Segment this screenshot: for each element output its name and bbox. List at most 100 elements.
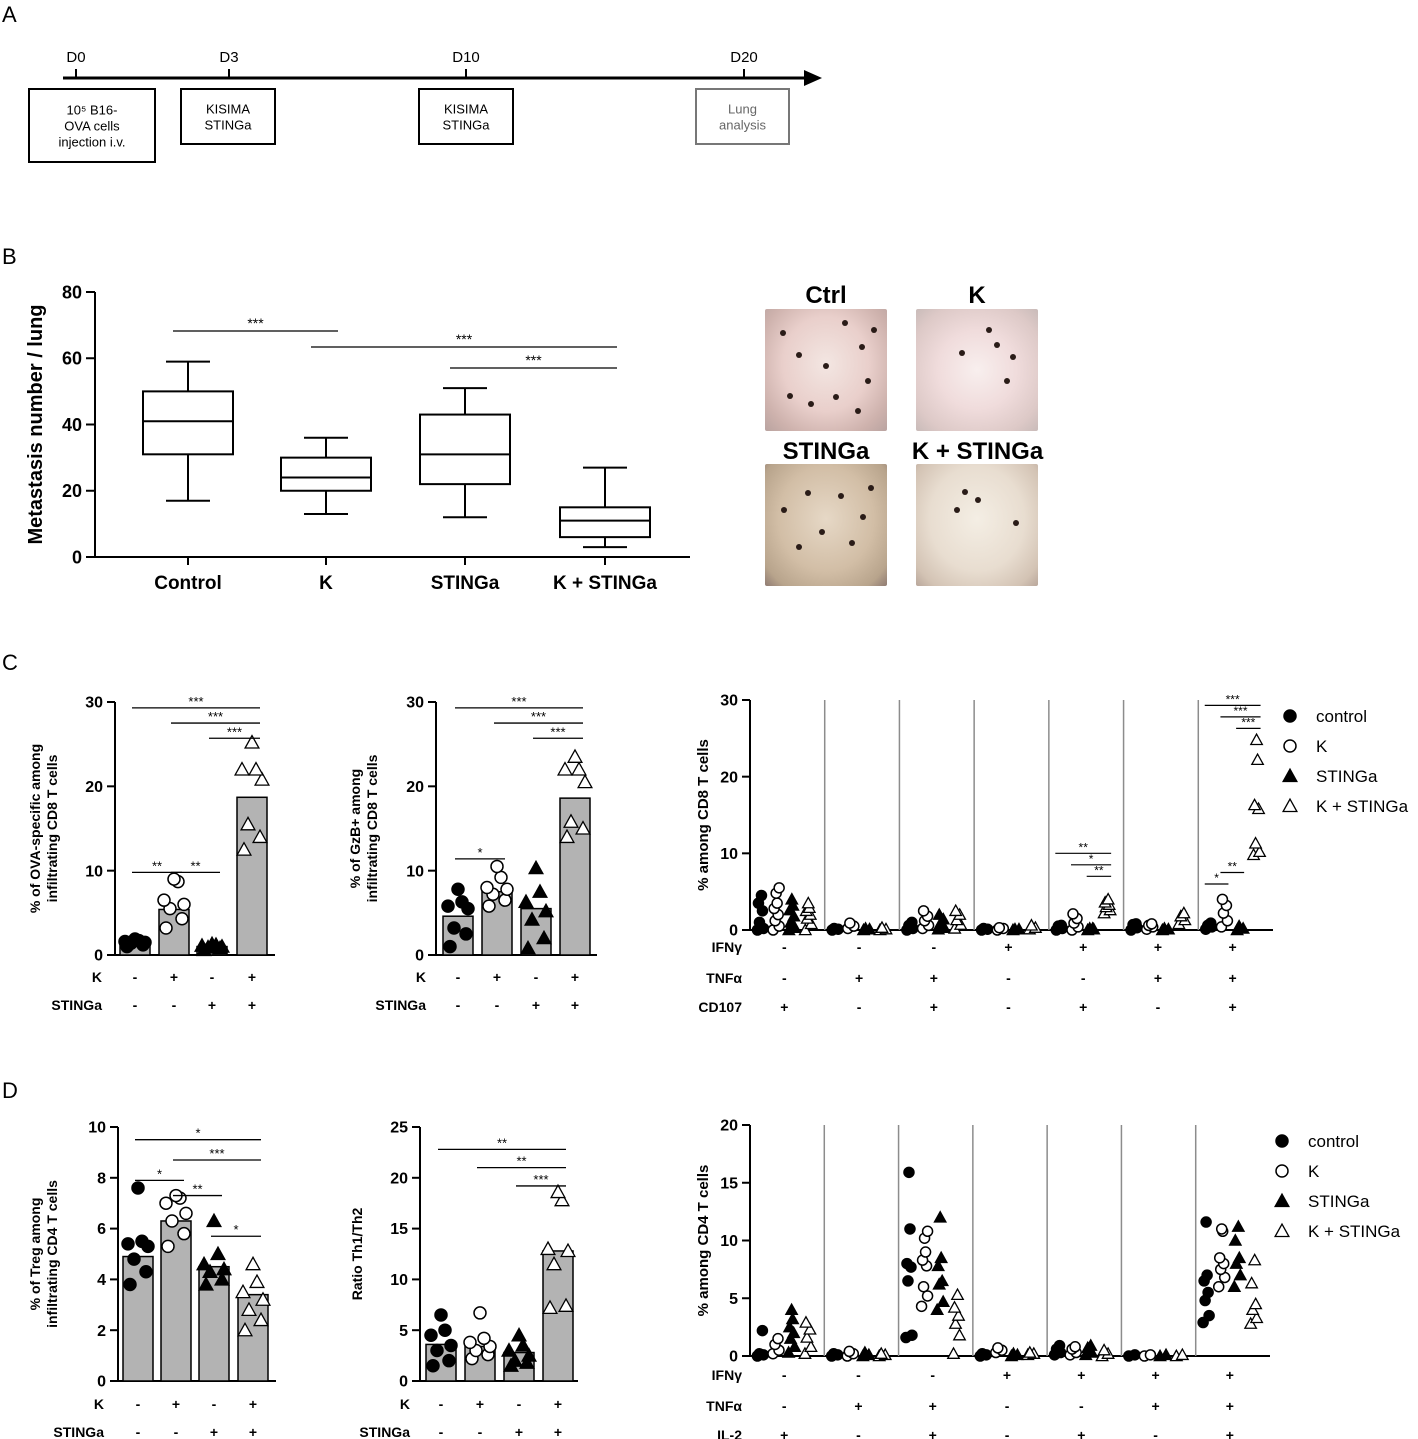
data-point bbox=[236, 1321, 254, 1337]
timeline-box bbox=[28, 88, 156, 163]
lung-nodule bbox=[860, 514, 866, 520]
data-point bbox=[1159, 1347, 1173, 1361]
lung-nodule bbox=[805, 490, 811, 496]
condition-sign: + bbox=[532, 997, 540, 1013]
y-tick-label: 0 bbox=[97, 1374, 106, 1391]
data-point bbox=[1247, 1253, 1262, 1266]
condition-sign: + bbox=[1077, 1367, 1085, 1383]
data-point bbox=[556, 761, 574, 776]
y-tick-label: 2 bbox=[97, 1323, 106, 1340]
data-point bbox=[424, 1328, 438, 1343]
legend-label: K bbox=[1316, 737, 1328, 756]
data-point bbox=[1232, 919, 1246, 932]
significance-label: *** bbox=[456, 331, 473, 347]
timeline-box bbox=[180, 88, 276, 145]
data-point bbox=[213, 1271, 231, 1286]
data-point bbox=[801, 896, 816, 909]
data-point bbox=[1144, 1349, 1157, 1361]
data-point bbox=[906, 916, 918, 929]
data-point bbox=[1055, 919, 1068, 932]
condition-sign: + bbox=[1229, 970, 1237, 986]
box-k-stinga bbox=[559, 466, 651, 549]
condition-sign: + bbox=[172, 1396, 180, 1412]
data-point bbox=[477, 1331, 491, 1346]
data-point bbox=[179, 1206, 193, 1221]
condition-sign: - bbox=[1079, 1398, 1084, 1414]
y-tick-label: 30 bbox=[406, 695, 424, 712]
condition-sign: - bbox=[1153, 1427, 1158, 1439]
condition-label: IFNγ bbox=[712, 1367, 743, 1383]
data-point bbox=[1213, 1252, 1226, 1264]
data-point bbox=[1053, 1339, 1066, 1352]
lung-nodule bbox=[787, 393, 793, 399]
data-point bbox=[1069, 1341, 1081, 1353]
data-point bbox=[1201, 1269, 1213, 1281]
data-point bbox=[1227, 1279, 1242, 1292]
data-point bbox=[535, 929, 553, 945]
significance-label: ** bbox=[1094, 863, 1104, 877]
data-point bbox=[251, 828, 269, 844]
y-tick-label: 20 bbox=[85, 779, 103, 796]
data-point bbox=[566, 748, 584, 763]
data-point bbox=[1212, 1280, 1225, 1293]
y-tick-label: 10 bbox=[720, 1233, 738, 1250]
condition-sign: - bbox=[931, 939, 936, 955]
data-point bbox=[549, 1183, 567, 1199]
data-point bbox=[128, 932, 142, 946]
box-iqr bbox=[142, 390, 234, 456]
condition-sign: - bbox=[174, 1424, 179, 1439]
data-point bbox=[570, 761, 588, 776]
data-point bbox=[784, 1302, 799, 1316]
data-point bbox=[430, 1343, 444, 1358]
significance-label: *** bbox=[550, 724, 565, 739]
condition-sign: + bbox=[1079, 939, 1087, 955]
data-point bbox=[935, 1273, 950, 1287]
legend-label: K + STINGa bbox=[1308, 1222, 1401, 1241]
data-point bbox=[576, 773, 594, 789]
significance-label: *** bbox=[1241, 715, 1255, 729]
data-point bbox=[159, 921, 173, 935]
lung-nodule bbox=[842, 320, 848, 326]
data-point bbox=[494, 870, 508, 885]
lung-nodule bbox=[849, 540, 855, 546]
condition-sign: - bbox=[212, 1396, 217, 1412]
data-point bbox=[541, 1299, 559, 1315]
data-point bbox=[874, 1346, 889, 1359]
data-point bbox=[490, 859, 504, 874]
bar bbox=[237, 1293, 269, 1382]
data-point bbox=[209, 1245, 227, 1261]
data-point bbox=[1157, 921, 1172, 934]
data-point bbox=[233, 761, 251, 776]
lung-nodule bbox=[994, 342, 1000, 348]
timeline-arrowhead bbox=[804, 70, 822, 86]
data-point bbox=[921, 1225, 934, 1238]
y-tick-label: 10 bbox=[406, 863, 424, 880]
condition-sign: + bbox=[1003, 1367, 1011, 1383]
significance-label: *** bbox=[525, 352, 542, 368]
y-tick-label: 4 bbox=[97, 1272, 106, 1289]
data-point bbox=[1249, 732, 1264, 746]
data-point bbox=[177, 1226, 191, 1241]
data-point bbox=[539, 1240, 557, 1256]
condition-sign: + bbox=[493, 969, 501, 985]
data-point bbox=[1097, 1343, 1111, 1356]
lung-nodule bbox=[796, 352, 802, 358]
data-point bbox=[447, 921, 461, 935]
data-point bbox=[558, 828, 576, 844]
data-point bbox=[527, 859, 545, 875]
lung-nodule bbox=[1010, 354, 1016, 360]
lung-nodule bbox=[1004, 378, 1010, 384]
box-stinga bbox=[419, 387, 511, 519]
data-point bbox=[480, 880, 494, 895]
data-point bbox=[952, 1328, 967, 1341]
legend-marker bbox=[1273, 1222, 1291, 1238]
data-point bbox=[947, 1300, 962, 1313]
y-tick-label: 8 bbox=[97, 1170, 106, 1187]
data-point bbox=[482, 899, 496, 913]
y-tick-label: 20 bbox=[720, 1118, 738, 1135]
y-tick-label: 15 bbox=[720, 1175, 738, 1192]
condition-label: CD107 bbox=[698, 999, 742, 1015]
data-point bbox=[451, 882, 465, 896]
timeline-box-text: KISIMA bbox=[206, 102, 250, 117]
